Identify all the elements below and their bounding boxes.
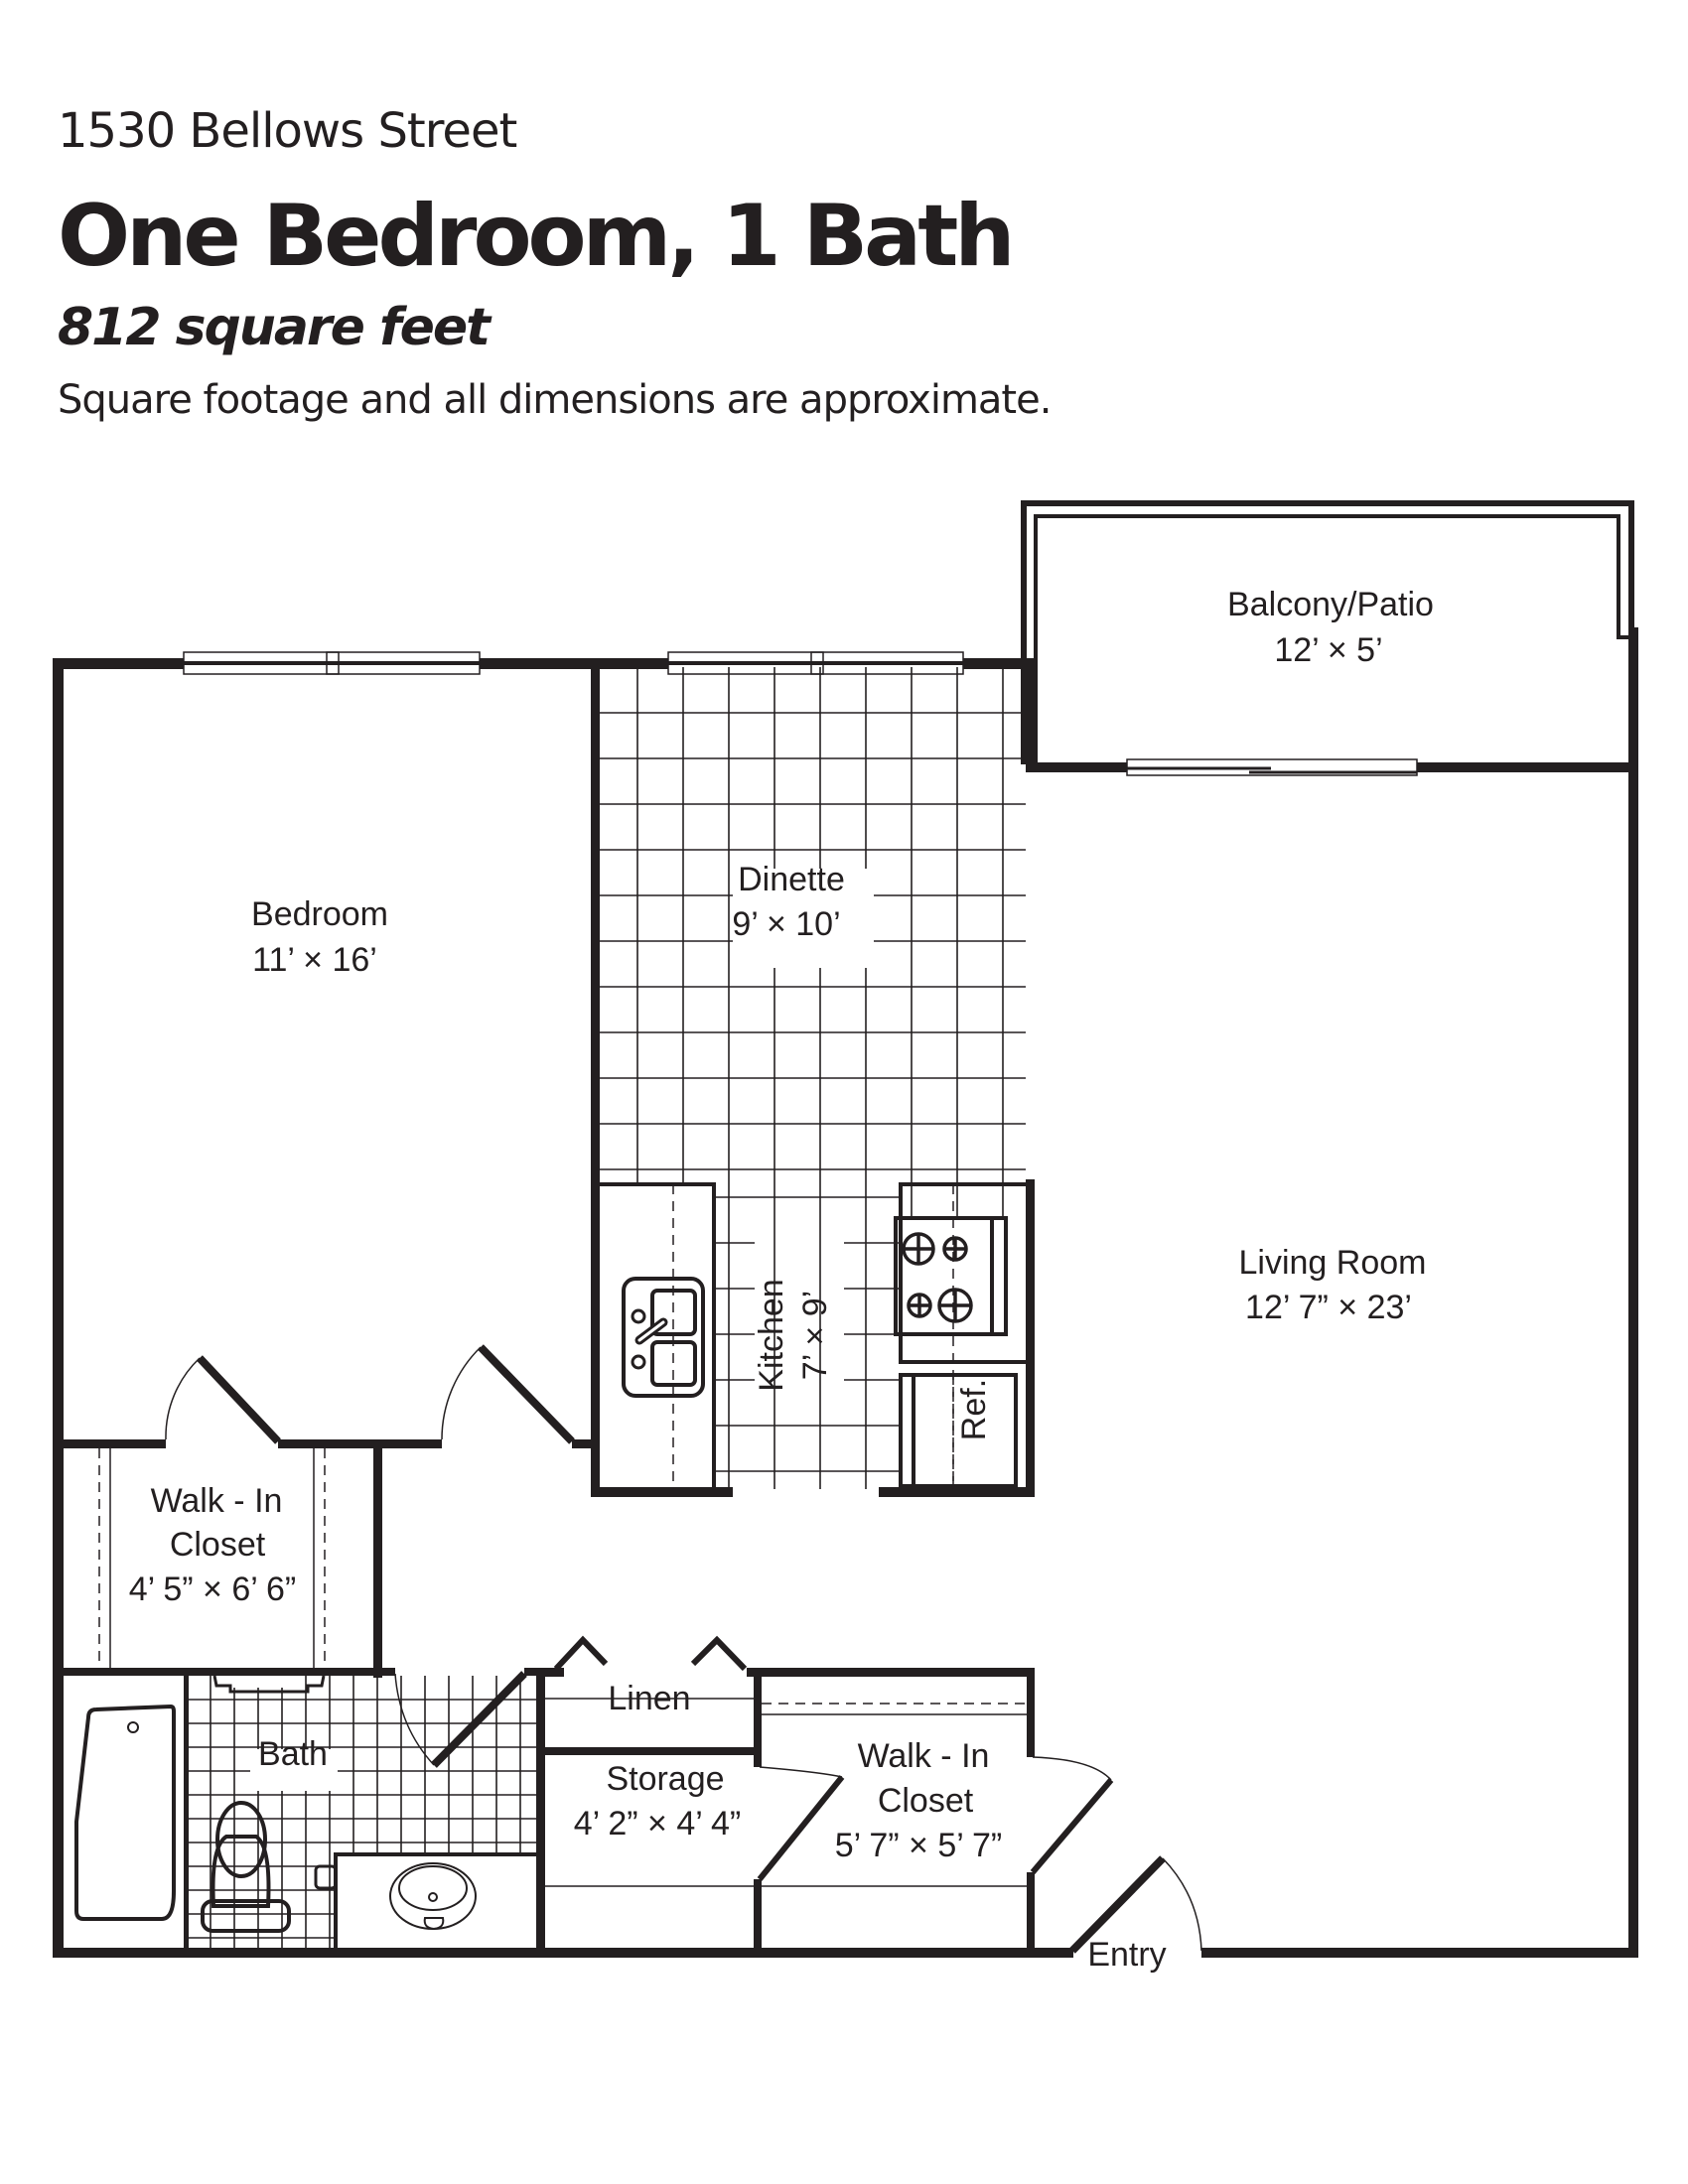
bedroom-closet-size: 4’ 5” × 6’ 6” — [129, 1570, 297, 1608]
bedroom-size: 11’ × 16’ — [252, 941, 377, 979]
storage-label: Storage — [606, 1760, 724, 1798]
bathtub-icon — [74, 1704, 176, 1921]
bedroom-door-swing — [441, 1344, 575, 1444]
linen-doors — [553, 1635, 748, 1672]
balcony-railing — [1021, 500, 1634, 764]
bedroom-closet-label-1: Walk - In — [151, 1482, 283, 1520]
square-footage: 812 square feet — [58, 298, 491, 357]
entry-closet-label-1: Walk - In — [858, 1737, 990, 1775]
kitchen-label: Kitchen — [753, 1279, 790, 1391]
dinette-window — [667, 651, 964, 675]
balcony-size: 12’ × 5’ — [1274, 631, 1382, 669]
storage-door-swing — [757, 1766, 845, 1881]
kitchen-counter-right — [899, 1182, 1026, 1489]
bath-door-swing — [394, 1671, 527, 1768]
balcony-label: Balcony/Patio — [1227, 586, 1434, 623]
refrigerator-label: Ref. — [955, 1379, 993, 1440]
dinette-tile-grid — [598, 667, 1026, 1489]
bedroom-closet-shelves — [98, 1448, 326, 1668]
bedroom-closet-label-2: Closet — [170, 1526, 266, 1564]
dinette-size: 9’ × 10’ — [732, 905, 840, 943]
sink-icon — [622, 1277, 705, 1398]
entry-closet-size: 5’ 7” × 5’ 7” — [835, 1827, 1003, 1864]
dinette-label: Dinette — [738, 861, 845, 898]
entry-closet-label-2: Closet — [878, 1782, 974, 1820]
stove-icon — [894, 1216, 1008, 1336]
balcony-sliding-door — [1126, 758, 1418, 776]
entry-closet-shelves — [762, 1703, 1027, 1887]
living-room-label: Living Room — [1239, 1244, 1427, 1282]
kitchen-counter-left — [598, 1182, 716, 1489]
refrigerator-icon — [899, 1373, 1018, 1488]
bedroom-window — [183, 651, 481, 675]
entry-closet-door-swing — [1030, 1756, 1114, 1874]
kitchen-size: 7’ × 9’ — [796, 1291, 834, 1380]
closet-door-swing — [165, 1355, 281, 1444]
entry-label: Entry — [1087, 1936, 1166, 1974]
walls — [53, 627, 1638, 1958]
entry-door-swing — [1069, 1855, 1202, 1954]
bedroom-label: Bedroom — [251, 895, 388, 933]
property-address: 1530 Bellows Street — [58, 103, 517, 159]
linen-label: Linen — [608, 1680, 690, 1717]
unit-type-title: One Bedroom, 1 Bath — [58, 187, 1016, 286]
storage-size: 4’ 2” × 4’ 4” — [574, 1805, 742, 1843]
towel-bar-icon — [212, 1675, 326, 1694]
toilet-icon — [201, 1801, 291, 1933]
disclaimer-note: Square footage and all dimensions are ap… — [58, 377, 1052, 423]
bath-label: Bath — [258, 1735, 328, 1773]
vanity-sink-icon — [314, 1852, 538, 1948]
living-room-size: 12’ 7” × 23’ — [1245, 1289, 1412, 1326]
